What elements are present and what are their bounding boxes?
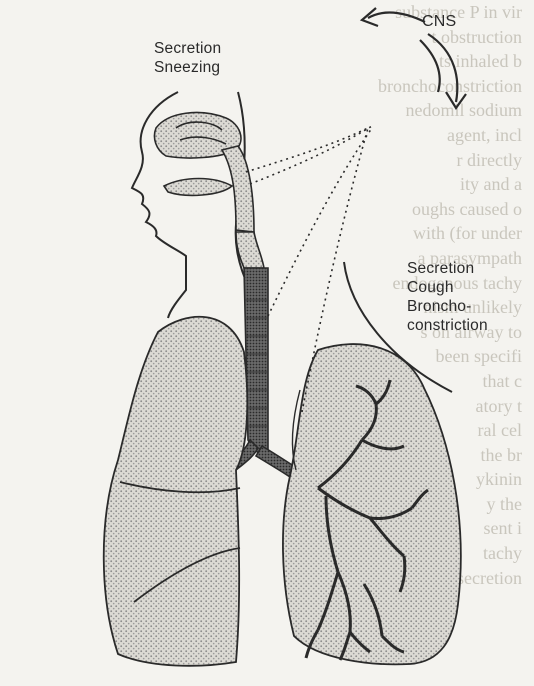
- lung-effect-broncho: Broncho-: [407, 297, 488, 316]
- left-lung-outline: [283, 344, 461, 664]
- airway-upper: [154, 113, 254, 232]
- oral-cavity: [164, 179, 232, 196]
- cns-label-text: CNS: [422, 12, 456, 31]
- cns-label: CNS: [422, 12, 456, 31]
- lung-effect-cough: Cough: [407, 278, 488, 297]
- nose-effects-label: Secretion Sneezing: [154, 39, 221, 77]
- cns-arrow-inner: [420, 40, 440, 92]
- lung-effect-secretion: Secretion: [407, 259, 488, 278]
- nerve-path-nose-1: [246, 128, 368, 172]
- trachea-tube: [244, 268, 268, 456]
- right-lung: [104, 317, 248, 666]
- left-lung: [283, 344, 461, 664]
- lung-effects-label: Secretion Cough Broncho- constriction: [407, 259, 488, 335]
- lung-effect-constriction: constriction: [407, 316, 488, 335]
- nose-effect-secretion: Secretion: [154, 39, 221, 58]
- cns-arrow-left: [368, 12, 425, 22]
- nerve-path-trachea: [268, 128, 372, 316]
- cns-arrow-down: [428, 34, 457, 102]
- nose-effect-sneezing: Sneezing: [154, 58, 221, 77]
